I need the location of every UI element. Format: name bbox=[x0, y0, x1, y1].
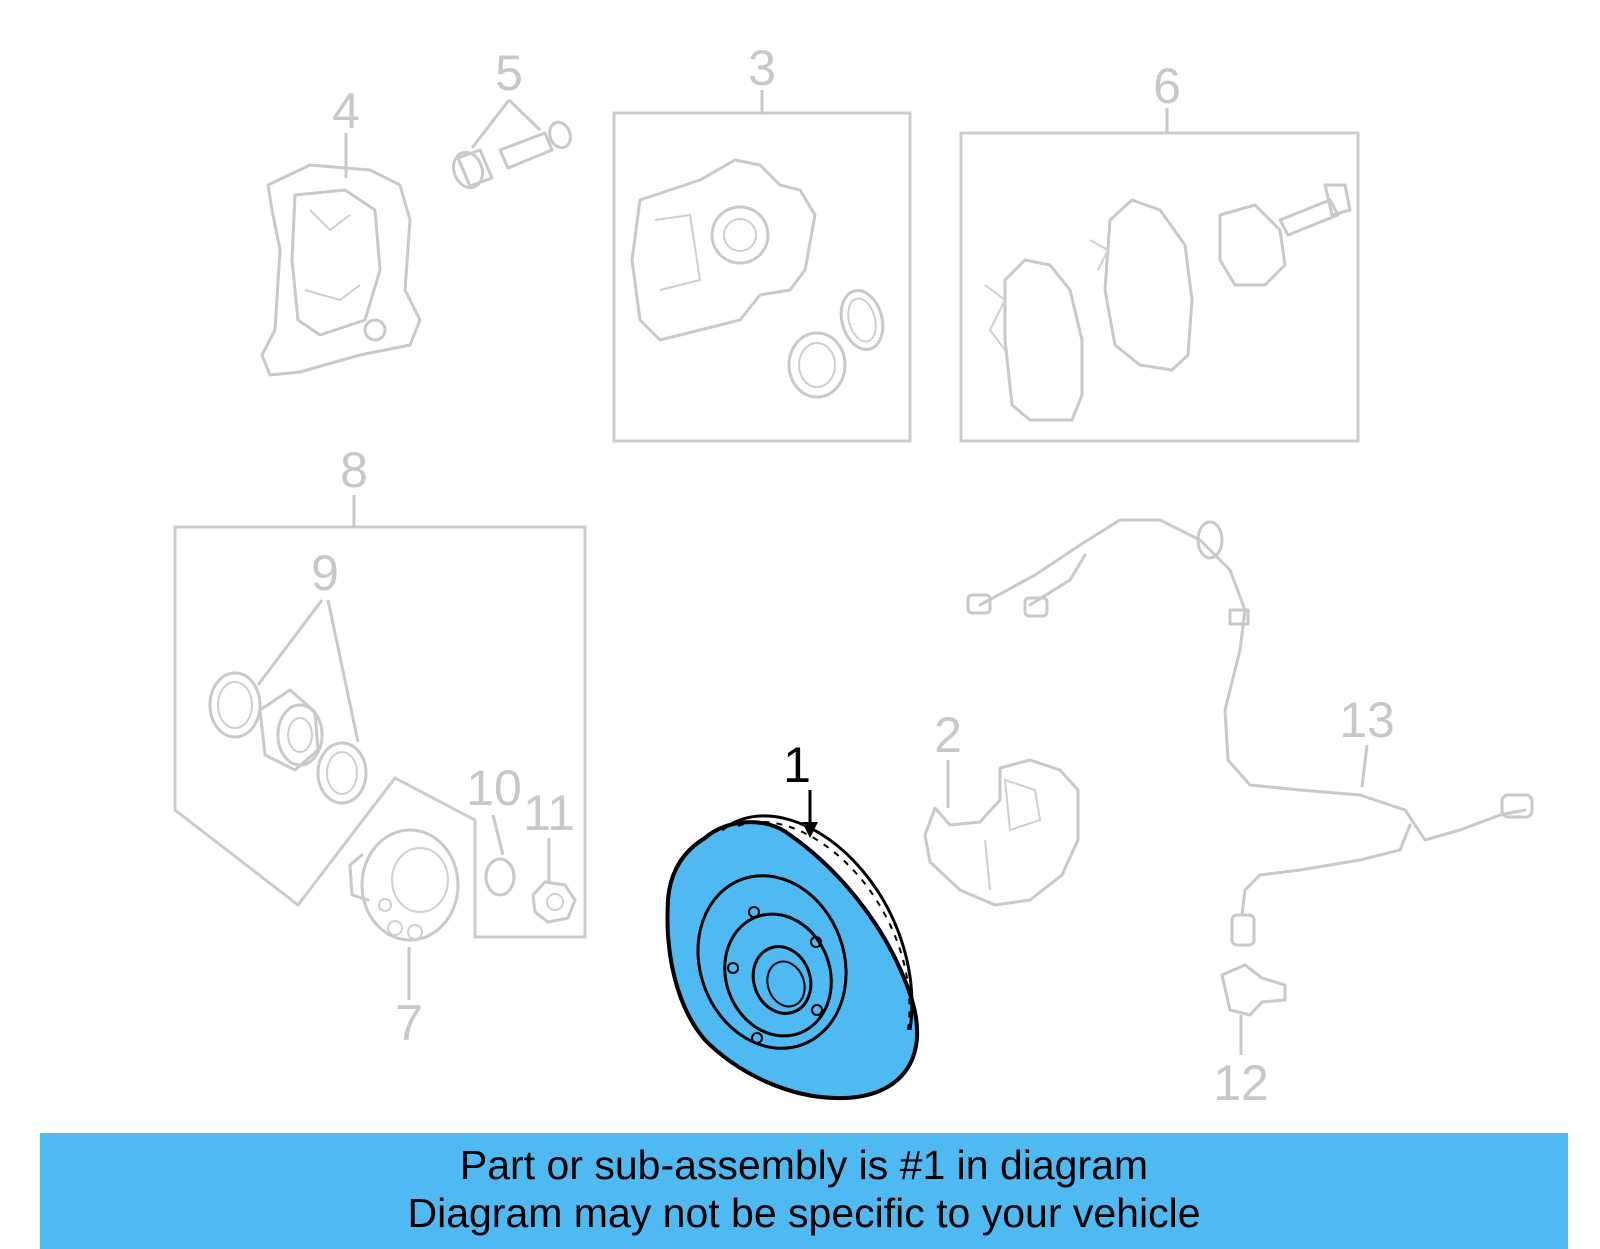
nut-drawing bbox=[531, 880, 577, 924]
callout-13: 13 bbox=[1339, 692, 1395, 748]
box-hub-kit bbox=[173, 525, 587, 939]
callout-7: 7 bbox=[395, 995, 423, 1051]
splash-shield-drawing bbox=[923, 758, 1080, 907]
callout-9: 9 bbox=[311, 545, 339, 601]
info-banner: Part or sub-assembly is #1 in diagram Di… bbox=[40, 1133, 1568, 1249]
callout-8: 8 bbox=[340, 442, 368, 498]
caliper-bracket-drawing bbox=[260, 163, 422, 377]
callout-11: 11 bbox=[523, 785, 575, 841]
guide-pins-drawing bbox=[451, 120, 572, 190]
callout-5: 5 bbox=[495, 45, 523, 101]
leader-lines bbox=[256, 90, 1369, 1055]
banner-line-part-number: Part or sub-assembly is #1 in diagram bbox=[459, 1142, 1149, 1188]
callout-3: 3 bbox=[748, 40, 776, 96]
abs-harness-drawing bbox=[966, 518, 1534, 947]
box-caliper-assembly bbox=[612, 111, 912, 443]
speed-sensor-drawing bbox=[1220, 963, 1287, 1017]
hub-drawing bbox=[348, 828, 460, 942]
callout-12: 12 bbox=[1213, 1055, 1269, 1111]
callout-2: 2 bbox=[934, 707, 962, 763]
brake-pads-drawing bbox=[984, 183, 1352, 422]
callout-1: 1 bbox=[783, 737, 811, 793]
caliper-drawing bbox=[630, 158, 885, 399]
banner-line-disclaimer: Diagram may not be specific to your vehi… bbox=[407, 1190, 1201, 1236]
washer-drawing bbox=[484, 857, 516, 897]
brake-rotor-highlighted bbox=[665, 814, 920, 1101]
callout-6: 6 bbox=[1153, 58, 1181, 114]
bearing-drawing bbox=[208, 671, 368, 805]
callout-10: 10 bbox=[466, 760, 522, 816]
callout-4: 4 bbox=[332, 83, 360, 139]
box-pad-kit bbox=[959, 131, 1360, 443]
